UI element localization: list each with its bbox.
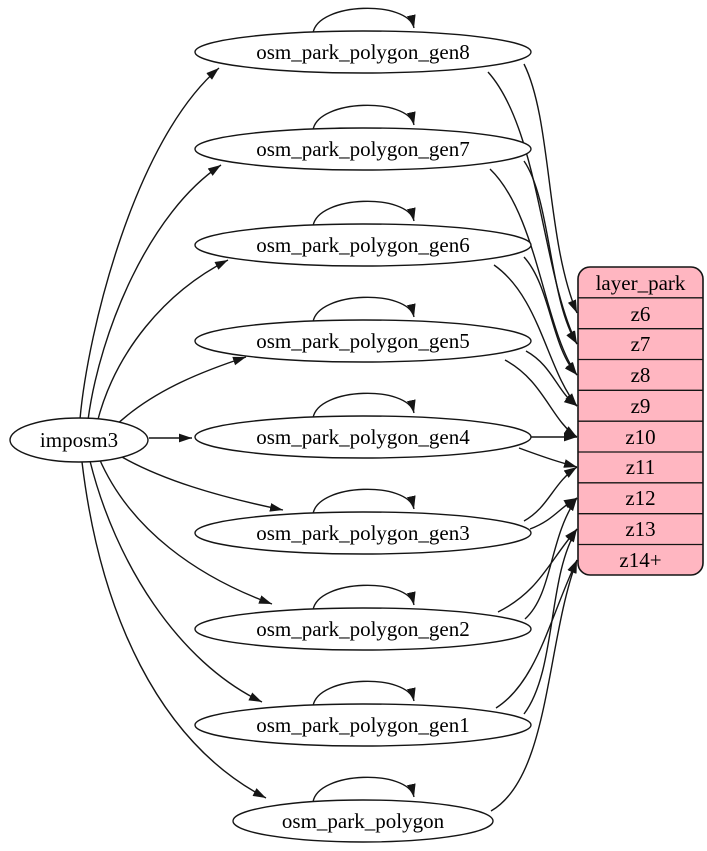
node-osm-park-polygon-gen6: osm_park_polygon_gen6	[194, 223, 532, 267]
edge-gen1-to-z14	[495, 559, 578, 709]
gen8-label: osm_park_polygon_gen8	[256, 40, 469, 64]
node-osm-park-polygon-gen8: osm_park_polygon_gen8	[194, 30, 532, 74]
edge-gen6-to-z9	[493, 264, 578, 407]
self-loops	[312, 7, 416, 803]
node-osm-park-polygon-gen4: osm_park_polygon_gen4	[194, 415, 532, 459]
edge-gen7-to-z7	[523, 160, 578, 345]
gen3-ellipse	[194, 511, 532, 555]
edge-gen3-to-z11	[523, 466, 578, 522]
edge-imposm3-to-gen7	[87, 164, 222, 421]
self-loop-gen7	[312, 104, 416, 131]
row-z13: z13	[625, 517, 655, 541]
self-loop-gen4	[312, 392, 416, 419]
edge-gen4-to-z11	[518, 447, 578, 468]
row-z7: z7	[631, 332, 651, 356]
edge-imposm3-to-gen8	[79, 67, 220, 420]
edge-imposm3-to-gen2	[98, 457, 273, 605]
gen5-label: osm_park_polygon_gen5	[256, 329, 469, 353]
row-z12: z12	[625, 486, 655, 510]
self-loop-gen5	[312, 296, 416, 323]
edges-to-layer-table	[487, 63, 578, 812]
gen6-ellipse	[194, 223, 532, 267]
row-z9: z9	[631, 394, 651, 418]
edge-imposm3-to-gen5	[112, 356, 247, 429]
polygon-ellipse	[232, 799, 494, 843]
edge-imposm3-to-gen6	[96, 259, 229, 424]
row-z6: z6	[631, 302, 651, 326]
layer-park-title: layer_park	[596, 271, 686, 295]
gen3-label: osm_park_polygon_gen3	[256, 521, 469, 545]
gen7-ellipse	[194, 127, 532, 171]
edge-polygon-to-z14	[490, 559, 578, 812]
edge-imposm3-to-gen3	[114, 452, 284, 512]
layer-park-row-lines	[578, 297, 703, 546]
self-loop-gen1	[312, 680, 416, 707]
self-loop-gen8	[312, 7, 416, 34]
edge-imposm3-to-gen1	[89, 460, 263, 703]
self-loop-gen3	[312, 488, 416, 515]
node-osm-park-polygon-gen3: osm_park_polygon_gen3	[194, 511, 532, 555]
gen4-ellipse	[194, 415, 532, 459]
imposm3-ellipse	[9, 417, 149, 463]
gen8-ellipse	[194, 30, 532, 74]
row-z14: z14+	[619, 548, 661, 572]
self-loop-polygon	[312, 776, 416, 803]
row-z10: z10	[625, 425, 655, 449]
node-osm-park-polygon-gen1: osm_park_polygon_gen1	[194, 703, 532, 747]
layer-park-table: layer_park z6 z7 z8 z9 z10 z11 z12 z13 z…	[577, 266, 704, 576]
node-osm-park-polygon-gen2: osm_park_polygon_gen2	[194, 607, 532, 651]
gen1-label: osm_park_polygon_gen1	[256, 713, 469, 737]
edge-gen6-to-z8	[523, 256, 578, 376]
edge-imposm3-to-polygon	[81, 461, 267, 799]
gen6-label: osm_park_polygon_gen6	[256, 233, 469, 257]
row-z11: z11	[626, 455, 656, 479]
gen1-ellipse	[194, 703, 532, 747]
gen4-label: osm_park_polygon_gen4	[256, 425, 470, 449]
self-loop-gen2	[312, 584, 416, 611]
edge-gen8-to-z7	[487, 71, 578, 345]
gen2-ellipse	[194, 607, 532, 651]
node-osm-park-polygon-gen7: osm_park_polygon_gen7	[194, 127, 532, 171]
polygon-label: osm_park_polygon	[282, 809, 445, 833]
node-imposm3: imposm3	[9, 417, 149, 463]
self-loop-gen6	[312, 200, 416, 227]
edge-gen7-to-z8	[489, 168, 578, 376]
edge-gen5-to-z9	[525, 350, 578, 407]
gen7-label: osm_park_polygon_gen7	[256, 137, 469, 161]
gen5-ellipse	[194, 319, 532, 363]
edge-gen5-to-z10	[504, 359, 578, 438]
imposm3-label: imposm3	[40, 428, 118, 452]
edge-gen1-to-z13	[523, 528, 578, 715]
edges-from-imposm3	[79, 67, 284, 799]
node-osm-park-polygon: osm_park_polygon	[232, 799, 494, 843]
edge-gen3-to-z12	[529, 497, 578, 530]
edge-gen2-to-z12	[524, 497, 578, 620]
node-osm-park-polygon-gen5: osm_park_polygon_gen5	[194, 319, 532, 363]
row-z8: z8	[631, 363, 651, 387]
edge-gen8-to-z6	[523, 63, 578, 314]
gen2-label: osm_park_polygon_gen2	[256, 617, 469, 641]
